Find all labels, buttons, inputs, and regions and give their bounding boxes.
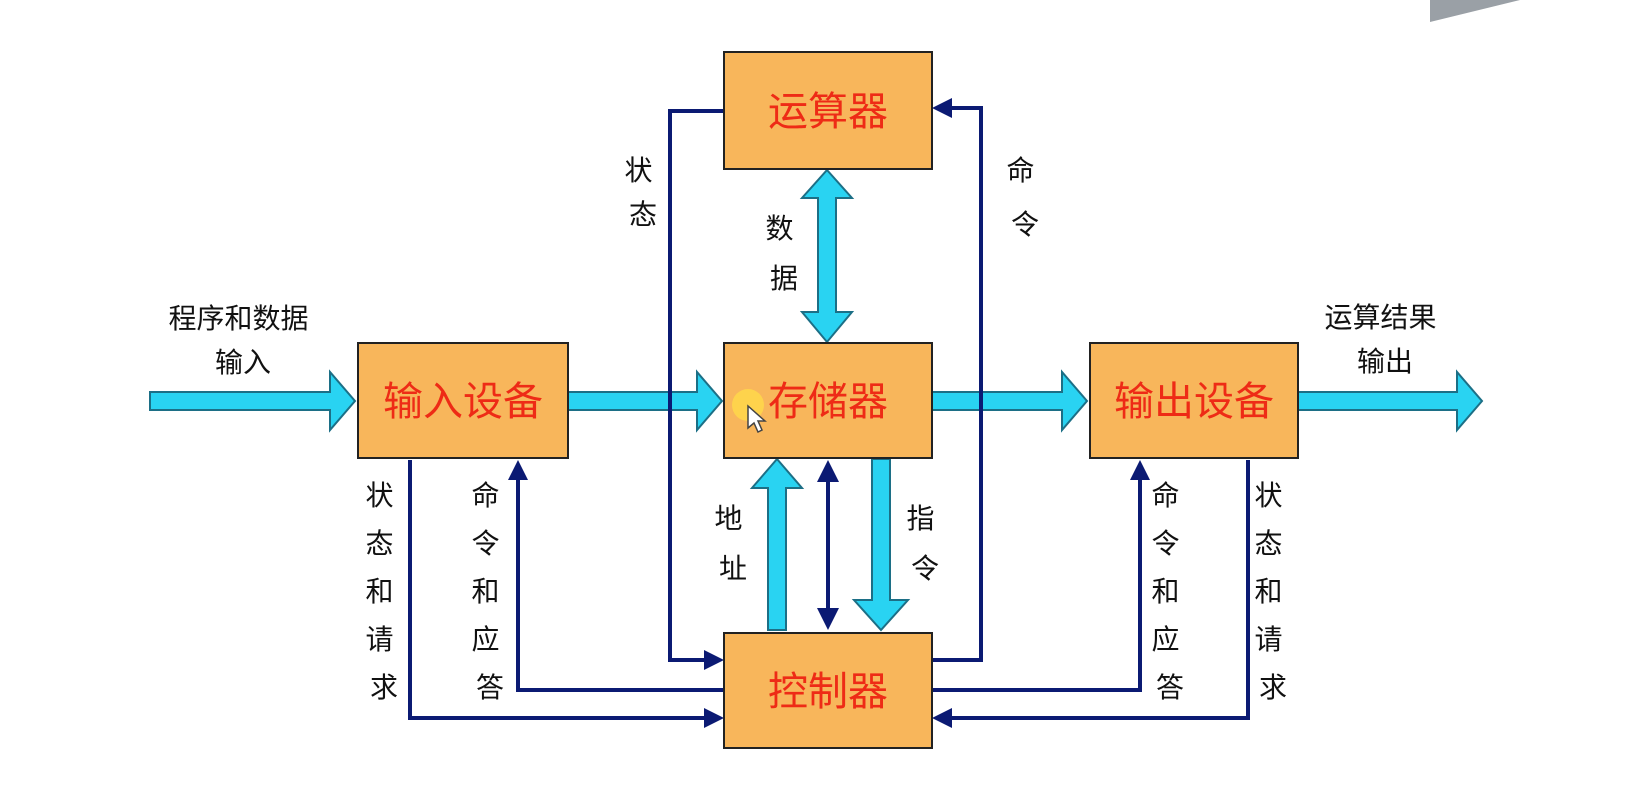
label-instruction: 指 令 [907, 502, 944, 585]
arrow-head-input-command [508, 460, 528, 480]
alu-box: 运算器 [723, 51, 933, 170]
arrow-head-alu-command [932, 98, 952, 118]
label-input-command: 命 令 和 应 答 [472, 479, 509, 704]
label-output-status: 状 态 和 请 求 [1255, 479, 1292, 704]
label-alu-command: 命 令 [1007, 154, 1044, 241]
alu-label: 运算器 [768, 89, 888, 135]
label-output-command: 命 令 和 应 答 [1152, 479, 1189, 704]
arrow-head-up-memory [817, 460, 839, 482]
input-device-box: 输入设备 [357, 342, 569, 459]
line-output-status [950, 460, 1250, 720]
arrow-head-output-command [1130, 460, 1150, 480]
output-device-box: 输出设备 [1089, 342, 1299, 459]
label-input-status: 状 态 和 请 求 [366, 479, 403, 704]
arrow-instruction [851, 458, 911, 632]
arrow-output-to-result [1297, 369, 1484, 433]
memory-label: 存储器 [768, 379, 888, 425]
label-address: 地 址 [715, 502, 752, 585]
line-input-command [516, 478, 724, 692]
line-alu-status [668, 109, 724, 662]
label-program-input: 程序和数据 输入 [169, 302, 318, 379]
mouse-cursor [732, 389, 767, 434]
controller-box: 控制器 [723, 632, 933, 749]
input-device-label: 输入设备 [383, 379, 543, 425]
label-data: 数 据 [766, 212, 803, 295]
arrow-alu-memory-data [799, 168, 855, 344]
arrow-head-input-status [704, 708, 724, 728]
video-corner-overlay [1430, 0, 1520, 22]
arrow-memory-to-output [931, 369, 1089, 433]
arrow-head-alu-status [704, 650, 724, 670]
line-alu-command [932, 106, 983, 662]
line-output-command [932, 478, 1142, 692]
label-result-output: 运算结果 输出 [1325, 301, 1446, 378]
arrow-input-to-memory [567, 369, 724, 433]
arrow-head-output-status [932, 708, 952, 728]
output-device-label: 输出设备 [1114, 379, 1274, 425]
line-input-status [408, 460, 706, 720]
label-alu-status: 状 态 [625, 154, 662, 231]
arrow-program-to-input [149, 369, 357, 433]
arrow-head-down-controller [817, 608, 839, 630]
controller-label: 控制器 [768, 669, 888, 715]
arrow-address [749, 457, 805, 631]
